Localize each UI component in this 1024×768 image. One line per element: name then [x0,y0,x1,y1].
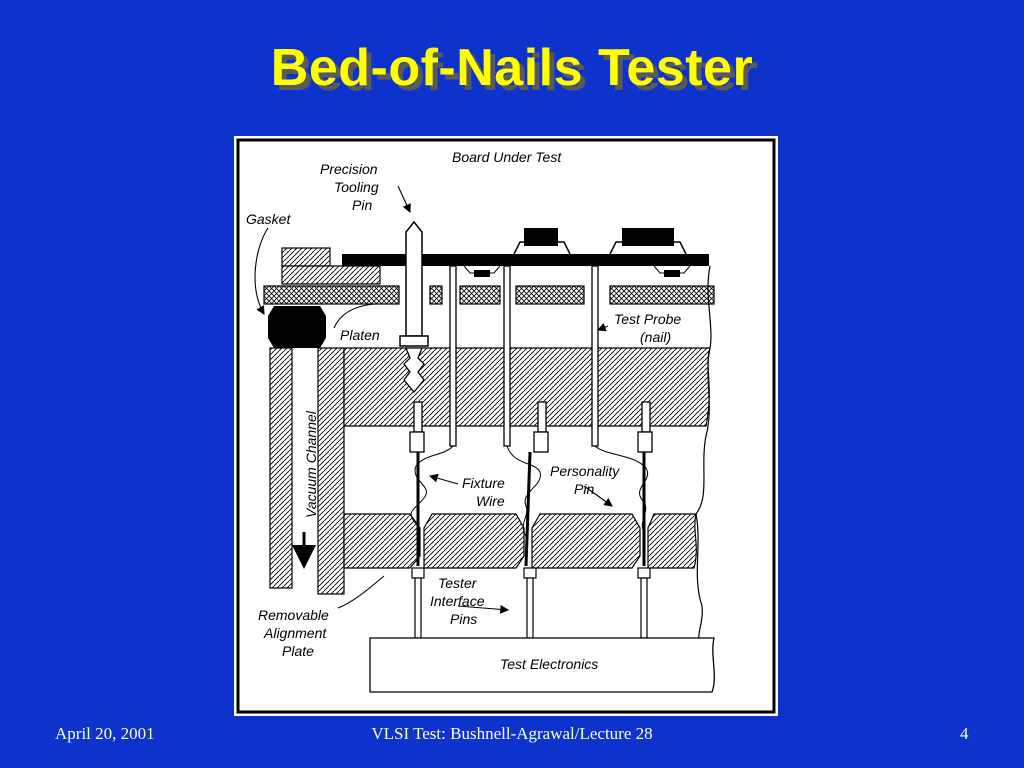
left-wall [269,347,293,589]
label-gasket: Gasket [246,211,291,227]
chip-2 [622,228,674,246]
label-fixture-2: Wire [476,493,505,509]
bed-of-nails-diagram: Board Under Test Precision Tooling Pin G… [234,136,778,716]
board-under-test [342,254,709,266]
label-removable-1: Removable [258,607,329,623]
label-fixture-1: Fixture [462,475,505,491]
alignment-plate [343,513,697,569]
smd-2 [664,270,680,277]
tooling-pin [399,220,429,394]
label-removable-3: Plate [282,643,314,659]
label-removable-2: Alignment [263,625,327,641]
label-precision-2: Tooling [334,179,379,195]
label-vacuum-channel: Vacuum Channel [303,410,319,518]
personality-pins [409,401,653,567]
label-tester-2: Interface [430,593,485,609]
label-tester-1: Tester [438,575,478,591]
smd-1 [474,270,490,277]
test-electronics-box [369,637,715,693]
label-personality-2: Pin [574,481,594,497]
label-test-probe-2: (nail) [640,329,671,345]
chip-1 [524,228,558,246]
label-personality-1: Personality [550,463,620,479]
fixture-wires [410,445,649,537]
upper-fixture-block [343,347,711,427]
label-platen: Platen [340,327,380,343]
diagram-svg: Board Under Test Precision Tooling Pin G… [236,138,776,714]
label-precision-1: Precision [320,161,378,177]
label-precision-3: Pin [352,197,372,213]
label-test-probe-1: Test Probe [614,311,681,327]
footer-page-number: 4 [960,724,969,743]
footer-date: April 20, 2001 [55,724,155,743]
vacuum-channel-wall [317,347,345,595]
label-test-electronics: Test Electronics [500,656,598,672]
gasket [268,306,326,348]
footer-course: VLSI Test: Bushnell-Agrawal/Lecture 28 [371,724,653,743]
label-board-under-test: Board Under Test [452,149,562,165]
platen [263,285,715,305]
slide-title: Bed-of-Nails Tester [270,39,754,97]
label-tester-3: Pins [450,611,477,627]
